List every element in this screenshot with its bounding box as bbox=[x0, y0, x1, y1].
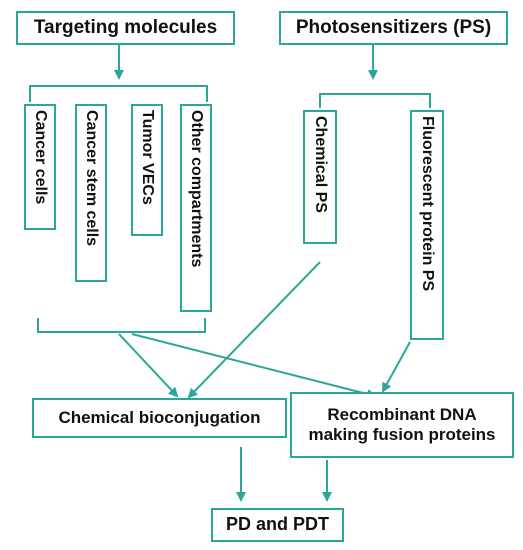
cancer-stem-cells-box: Cancer stem cells bbox=[75, 104, 107, 282]
recombinant-dna-line2: making fusion proteins bbox=[308, 425, 496, 444]
arrow-fluorescent-to-recombinant bbox=[382, 341, 411, 393]
chemical-ps-label: Chemical PS bbox=[312, 116, 329, 213]
fluorescent-protein-ps-box: Fluorescent protein PS bbox=[410, 110, 444, 340]
targeting-molecules-label: Targeting molecules bbox=[33, 16, 218, 38]
cancer-stem-cells-label: Cancer stem cells bbox=[83, 110, 100, 247]
recombinant-dna-box: Recombinant DNA making fusion proteins bbox=[290, 392, 514, 458]
fluorescent-protein-ps-label: Fluorescent protein PS bbox=[419, 116, 436, 292]
targeting-molecules-box: Targeting molecules bbox=[16, 11, 235, 45]
recombinant-dna-line1: Recombinant DNA bbox=[327, 404, 477, 424]
pd-and-pdt-box: PD and PDT bbox=[211, 508, 344, 542]
photosensitizers-box: Photosensitizers (PS) bbox=[279, 11, 508, 45]
cancer-cells-box: Cancer cells bbox=[24, 104, 56, 230]
pd-and-pdt-label: PD and PDT bbox=[225, 514, 329, 535]
photosensitizers-label: Photosensitizers (PS) bbox=[295, 16, 492, 38]
chemical-bioconjugation-label: Chemical bioconjugation bbox=[58, 407, 261, 427]
cancer-cells-label: Cancer cells bbox=[32, 110, 49, 205]
other-compartments-label: Other compartments bbox=[188, 110, 205, 268]
tumor-vecs-label: Tumor VECs bbox=[139, 110, 156, 205]
arrow-bracket-to-recombinant bbox=[131, 333, 377, 399]
bracket-targeting-top bbox=[29, 85, 208, 102]
arrow-chemicalps-to-chemical bbox=[187, 261, 321, 399]
tumor-vecs-box: Tumor VECs bbox=[131, 104, 163, 236]
other-compartments-box: Other compartments bbox=[180, 104, 212, 312]
arrow-bracket-to-chemical bbox=[118, 333, 179, 398]
bracket-targeting-bottom bbox=[37, 318, 206, 333]
bracket-ps-top bbox=[319, 93, 431, 108]
chemical-bioconjugation-box: Chemical bioconjugation bbox=[32, 398, 287, 438]
chemical-ps-box: Chemical PS bbox=[303, 110, 337, 244]
